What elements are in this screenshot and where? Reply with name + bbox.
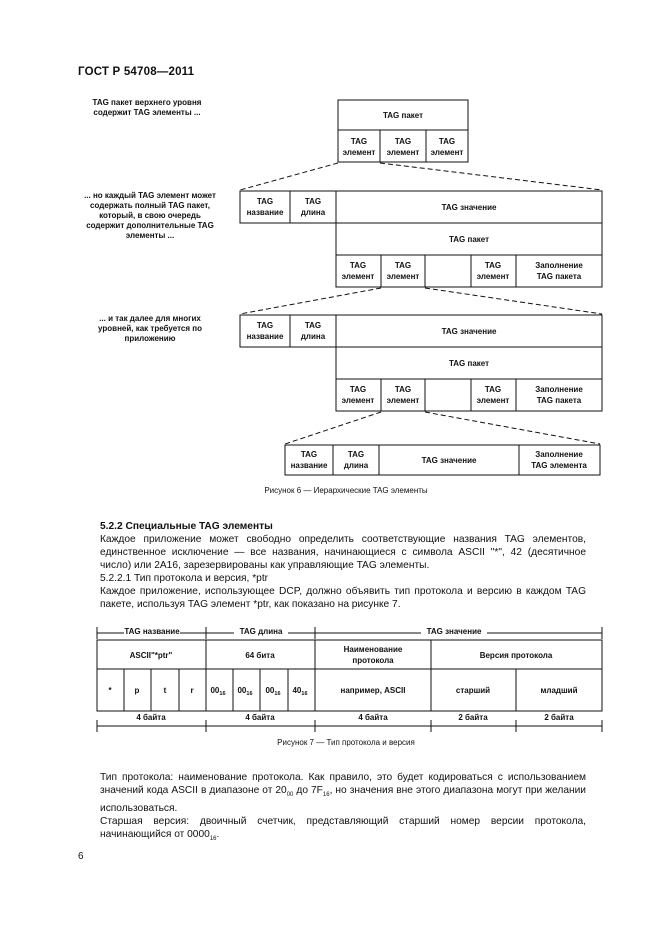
figure6-note-top: TAG пакет верхнего уровня содержит TAG э… bbox=[92, 98, 202, 117]
fig7-byte-1: 0016 bbox=[210, 686, 225, 697]
fig7-label-value: TAG значение bbox=[427, 627, 482, 636]
page-number: 6 bbox=[78, 851, 84, 862]
fig6-l2-name-a: TAG bbox=[257, 197, 273, 206]
fig6-l4-name-b: название bbox=[291, 461, 328, 470]
fig6-l3-name-a: TAG bbox=[257, 321, 273, 330]
fig6-l4-fill-b: TAG элемента bbox=[531, 461, 587, 470]
figure7-diagram: TAG название TAG длина TAG значение ASCI… bbox=[96, 626, 603, 747]
fig6-l2-el2-a: TAG bbox=[395, 261, 411, 270]
section-heading: 5.2.2 Специальные TAG элементы bbox=[100, 521, 273, 532]
protocol-type-sub-2: 16 bbox=[322, 792, 330, 799]
fig6-l3-el3-a: TAG bbox=[485, 385, 501, 394]
fig6-l4-name-a: TAG bbox=[301, 450, 317, 459]
document-code: ГОСТ Р 54708—2011 bbox=[78, 66, 195, 78]
major-version-text-b: . bbox=[216, 829, 220, 841]
fig6-l1-el1-b: элемент bbox=[343, 148, 376, 157]
fig7-64-bits: 64 бита bbox=[245, 651, 275, 660]
fig7-label-length: TAG длина bbox=[240, 627, 283, 636]
fig6-l3-fill-b: TAG пакета bbox=[537, 396, 582, 405]
fig6-l3-value: TAG значение bbox=[442, 327, 497, 336]
fig7-bytes-3: 4 байта bbox=[358, 713, 388, 722]
fig7-char-1: * bbox=[108, 686, 112, 695]
fig6-l4-value: TAG значение bbox=[422, 456, 477, 465]
fig6-l2-value: TAG значение bbox=[442, 203, 497, 212]
fig6-l4-len-a: TAG bbox=[348, 450, 364, 459]
fig7-ascii-ptr: ASCII"*ptr" bbox=[130, 651, 173, 660]
figure6-diagram: TAG пакет TAG элемент TAG элемент TAG эл… bbox=[239, 99, 603, 495]
section-block: 5.2.2 Специальные TAG элементы Каждое пр… bbox=[78, 520, 586, 611]
major-version-term: Старшая версия: bbox=[100, 816, 190, 828]
fig6-l3-packet: TAG пакет bbox=[449, 359, 489, 368]
fig6-l1-el3-b: элемент bbox=[431, 148, 464, 157]
section-paragraph-2: Каждое приложение, использующее DCP, дол… bbox=[100, 586, 586, 610]
fig6-l2-el1-a: TAG bbox=[350, 261, 366, 270]
fig7-byte-4: 4016 bbox=[292, 686, 307, 697]
definitions-block: Тип протокола: наименование протокола. К… bbox=[78, 771, 586, 846]
major-version-definition: Старшая версия: двоичный счетчик, предст… bbox=[78, 815, 586, 846]
figure6-note-middle: ... но каждый TAG элемент может содержат… bbox=[84, 191, 216, 240]
fig7-protocol-name-b: протокола bbox=[352, 656, 394, 665]
fig6-l1-el2-b: элемент bbox=[387, 148, 420, 157]
fig6-l3-len-a: TAG bbox=[305, 321, 321, 330]
fig6-l3-el1-a: TAG bbox=[350, 385, 366, 394]
fig6-l2-el2-b: элемент bbox=[387, 272, 420, 281]
fig7-char-4: r bbox=[190, 686, 193, 695]
protocol-type-text-c: , но значения вне этого диапазона могут … bbox=[100, 785, 586, 815]
fig7-char-3: t bbox=[164, 686, 167, 695]
protocol-type-term: Тип протокола: bbox=[100, 772, 174, 783]
subsection-heading: 5.2.2.1 Тип протокола и версия, *ptr bbox=[100, 573, 269, 584]
fig6-l2-fill-b: TAG пакета bbox=[537, 272, 582, 281]
fig6-l2-fill-a: Заполнение bbox=[535, 261, 583, 270]
fig7-label-name: TAG название bbox=[124, 627, 180, 636]
fig6-l4-fill-a: Заполнение bbox=[535, 450, 583, 459]
figure6-note-bottom: ... и так далее для многих уровней, как … bbox=[98, 314, 202, 343]
fig7-minor: младший bbox=[540, 686, 577, 695]
fig7-bytes-1: 4 байта bbox=[136, 713, 166, 722]
fig6-l3-len-b: длина bbox=[301, 332, 326, 341]
fig7-byte-3: 0016 bbox=[265, 686, 280, 697]
figure6-caption: Рисунок 6 — Иерархические TAG элементы bbox=[264, 486, 428, 495]
fig6-l1-el3-a: TAG bbox=[439, 137, 455, 146]
fig6-l3-el1-b: элемент bbox=[342, 396, 375, 405]
fig6-l1-packet: TAG пакет bbox=[383, 111, 423, 120]
protocol-type-text-b: до 7F bbox=[293, 785, 323, 796]
fig7-bytes-2: 4 байта bbox=[245, 713, 275, 722]
fig6-l2-name-b: название bbox=[247, 208, 284, 217]
fig7-major: старший bbox=[456, 686, 490, 695]
fig6-l3-el2-a: TAG bbox=[395, 385, 411, 394]
major-version-sub: 16 bbox=[209, 836, 217, 843]
fig6-l3-fill-a: Заполнение bbox=[535, 385, 583, 394]
fig6-l1-el1-a: TAG bbox=[351, 137, 367, 146]
fig7-bytes-5: 2 байта bbox=[544, 713, 574, 722]
protocol-type-text-a: наименование протокола. Как правило, это… bbox=[100, 772, 587, 796]
fig6-l2-len-b: длина bbox=[301, 208, 326, 217]
fig6-l3-el3-b: элемент bbox=[477, 396, 510, 405]
fig6-l1-el2-a: TAG bbox=[395, 137, 411, 146]
fig6-l2-packet: TAG пакет bbox=[449, 235, 489, 244]
figure7-caption: Рисунок 7 — Тип протокола и версия bbox=[277, 738, 415, 747]
fig6-l3-name-b: название bbox=[247, 332, 284, 341]
major-version-text-a: двоичный счетчик, представляющий старший… bbox=[100, 816, 587, 841]
fig7-bytes-4: 2 байта bbox=[458, 713, 488, 722]
protocol-type-sub-1: 00 bbox=[286, 792, 294, 799]
fig6-l2-len-a: TAG bbox=[305, 197, 321, 206]
fig7-example: например, ASCII bbox=[341, 686, 406, 695]
section-paragraph-1: Каждое приложение может свободно определ… bbox=[100, 534, 586, 571]
protocol-type-definition: Тип протокола: наименование протокола. К… bbox=[78, 771, 586, 815]
fig7-char-2: p bbox=[135, 686, 140, 695]
fig6-l4-len-b: длина bbox=[344, 461, 369, 470]
fig6-l2-el3-a: TAG bbox=[485, 261, 501, 270]
fig6-l2-el1-b: элемент bbox=[342, 272, 375, 281]
fig7-protocol-name-a: Наименование bbox=[344, 645, 403, 654]
fig6-l3-el2-b: элемент bbox=[387, 396, 420, 405]
fig6-l2-el3-b: элемент bbox=[477, 272, 510, 281]
fig7-byte-2: 0016 bbox=[237, 686, 252, 697]
fig7-version: Версия протокола bbox=[480, 651, 553, 660]
